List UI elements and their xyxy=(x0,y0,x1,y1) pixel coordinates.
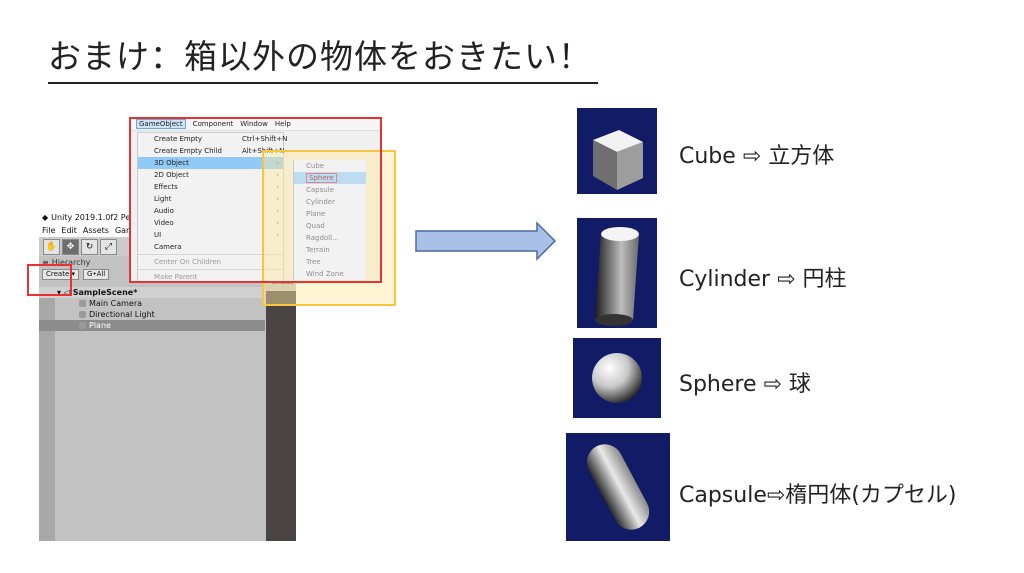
tree-item-label: Main Camera xyxy=(89,299,143,308)
tree-item-main-camera[interactable]: Main Camera xyxy=(39,298,265,309)
shortcut-text: Ctrl+Shift+N xyxy=(242,135,288,143)
menu-separator xyxy=(138,254,283,255)
submenu-arrow-icon: › xyxy=(276,183,279,191)
tree-item-label: Plane xyxy=(89,321,111,330)
menu-item-label: Make Parent xyxy=(154,273,198,281)
menu-item-label: Create Empty xyxy=(154,135,203,143)
hierarchy-tree: ▾ ◁ SampleScene* Main Camera Directional… xyxy=(39,287,265,331)
menu-item-ui[interactable]: UI › xyxy=(138,229,283,241)
gameobject-dropdown: Create Empty Ctrl+Shift+N Create Empty Ch… xyxy=(137,132,287,282)
submenu-item-sphere[interactable]: Sphere xyxy=(294,172,366,184)
menu-item-make-parent: Make Parent xyxy=(138,271,283,282)
unity-window-title: Unity 2019.1.0f2 Pers xyxy=(51,213,138,222)
submenu-arrow-icon: › xyxy=(276,219,279,227)
hierarchy-tab[interactable]: ≡ Hierarchy xyxy=(39,256,296,268)
menu-item-label: Center On Children xyxy=(154,258,222,266)
scene-name: SampleScene* xyxy=(72,288,138,297)
unity-left-strip xyxy=(39,287,55,541)
sphere-label: Sphere xyxy=(306,173,337,183)
submenu-item-cylinder[interactable]: Cylinder xyxy=(306,198,335,206)
submenu-item-tree[interactable]: Tree xyxy=(306,258,321,266)
menu-item-create-empty[interactable]: Create Empty Ctrl+Shift+N xyxy=(138,133,287,145)
hierarchy-tab-label: Hierarchy xyxy=(51,257,91,267)
create-button-label: Create xyxy=(46,269,70,278)
submenu-item-terrain[interactable]: Terrain xyxy=(306,246,330,254)
menu-item-label: Create Empty Child xyxy=(154,147,222,155)
scene-row[interactable]: ▾ ◁ SampleScene* xyxy=(39,287,265,298)
menu-item-camera[interactable]: Camera xyxy=(138,241,283,253)
3d-object-submenu: Cube Sphere Capsule Cylinder Plane Quad … xyxy=(293,160,366,280)
submenu-arrow-icon: › xyxy=(276,195,279,203)
menu-item-label: Video xyxy=(154,219,174,227)
submenu-arrow-icon: › xyxy=(276,171,279,179)
menu-item-label: Audio xyxy=(154,207,174,215)
submenu-item-quad[interactable]: Quad xyxy=(306,222,325,230)
submenu-item-cube[interactable]: Cube xyxy=(306,162,325,170)
menu-edit[interactable]: Edit xyxy=(61,226,77,235)
menu-item-label: 3D Object xyxy=(154,159,189,167)
tree-item-label: Directional Light xyxy=(89,310,155,319)
expand-arrow-icon[interactable]: ▾ ◁ xyxy=(57,288,70,297)
list-icon: ≡ xyxy=(42,257,49,267)
capsule-label: Capsule⇨楕円体(カプセル) xyxy=(679,483,957,508)
gameobject-icon xyxy=(79,322,86,329)
cube-thumbnail xyxy=(577,108,657,194)
submenu-item-capsule[interactable]: Capsule xyxy=(306,186,334,194)
menu-item-light[interactable]: Light › xyxy=(138,193,283,205)
tree-item-directional-light[interactable]: Directional Light xyxy=(39,309,265,320)
submenu-item-ragdoll[interactable]: Ragdoll... xyxy=(306,234,339,242)
menu-item-label: Light xyxy=(154,195,172,203)
rotate-tool-icon[interactable]: ↻ xyxy=(81,238,98,255)
cube-label: Cube ⇨ 立方体 xyxy=(679,144,835,169)
create-button[interactable]: Create ▾ xyxy=(42,268,80,280)
capsule-thumbnail xyxy=(566,433,670,541)
create-highlight-box xyxy=(27,264,72,296)
unity-logo-icon: ◆ xyxy=(42,213,49,222)
menu-item-3d-object[interactable]: 3D Object › xyxy=(138,157,283,169)
submenu-arrow-icon: › xyxy=(276,207,279,215)
hand-tool-icon[interactable]: ✋ xyxy=(43,238,60,255)
submenu-arrow-icon: › xyxy=(276,231,279,239)
menu-help[interactable]: Help xyxy=(274,120,291,128)
right-arrow-icon xyxy=(415,221,557,261)
cylinder-label: Cylinder ⇨ 円柱 xyxy=(679,267,847,292)
menu-item-center-on-children: Center On Children xyxy=(138,256,283,268)
menu-component[interactable]: Component xyxy=(192,120,234,128)
menu-item-audio[interactable]: Audio › xyxy=(138,205,283,217)
menu-item-video[interactable]: Video › xyxy=(138,217,283,229)
menu-item-effects[interactable]: Effects › xyxy=(138,181,283,193)
submenu-arrow-icon: › xyxy=(276,159,279,167)
gameobject-icon xyxy=(79,300,86,307)
submenu-item-plane[interactable]: Plane xyxy=(306,210,326,218)
slide-title: おまけ：箱以外の物体をおきたい！ xyxy=(48,30,598,84)
scale-tool-icon[interactable]: ⤢ xyxy=(100,238,117,255)
search-filter-button[interactable]: G•All xyxy=(83,268,110,280)
sphere-label: Sphere ⇨ 球 xyxy=(679,372,811,397)
menu-separator xyxy=(138,269,283,270)
move-tool-icon[interactable]: ✥ xyxy=(62,238,79,255)
menu-item-label: Effects xyxy=(154,183,178,191)
gameobject-menubar: GameObject Component Window Help xyxy=(131,118,381,131)
menu-window[interactable]: Window xyxy=(240,120,268,128)
submenu-item-wind-zone[interactable]: Wind Zone xyxy=(306,270,344,278)
tree-item-plane[interactable]: Plane xyxy=(39,320,265,331)
menu-gameobject-partial[interactable]: Gar xyxy=(114,226,130,235)
menu-highlight-box xyxy=(129,117,382,283)
menu-gameobject[interactable]: GameObject xyxy=(136,119,186,129)
menu-item-2d-object[interactable]: 2D Object › xyxy=(138,169,283,181)
menu-assets[interactable]: Assets xyxy=(82,226,109,235)
sphere-thumbnail xyxy=(573,338,661,418)
menu-item-label: Camera xyxy=(154,243,182,251)
menu-file[interactable]: File xyxy=(42,226,56,235)
gameobject-icon xyxy=(79,311,86,318)
menu-item-label: UI xyxy=(154,231,162,239)
scene-view[interactable] xyxy=(266,291,296,541)
cylinder-thumbnail xyxy=(577,218,657,328)
hierarchy-toolbar: Create ▾ G•All xyxy=(39,268,296,280)
menu-item-label: 2D Object xyxy=(154,171,189,179)
